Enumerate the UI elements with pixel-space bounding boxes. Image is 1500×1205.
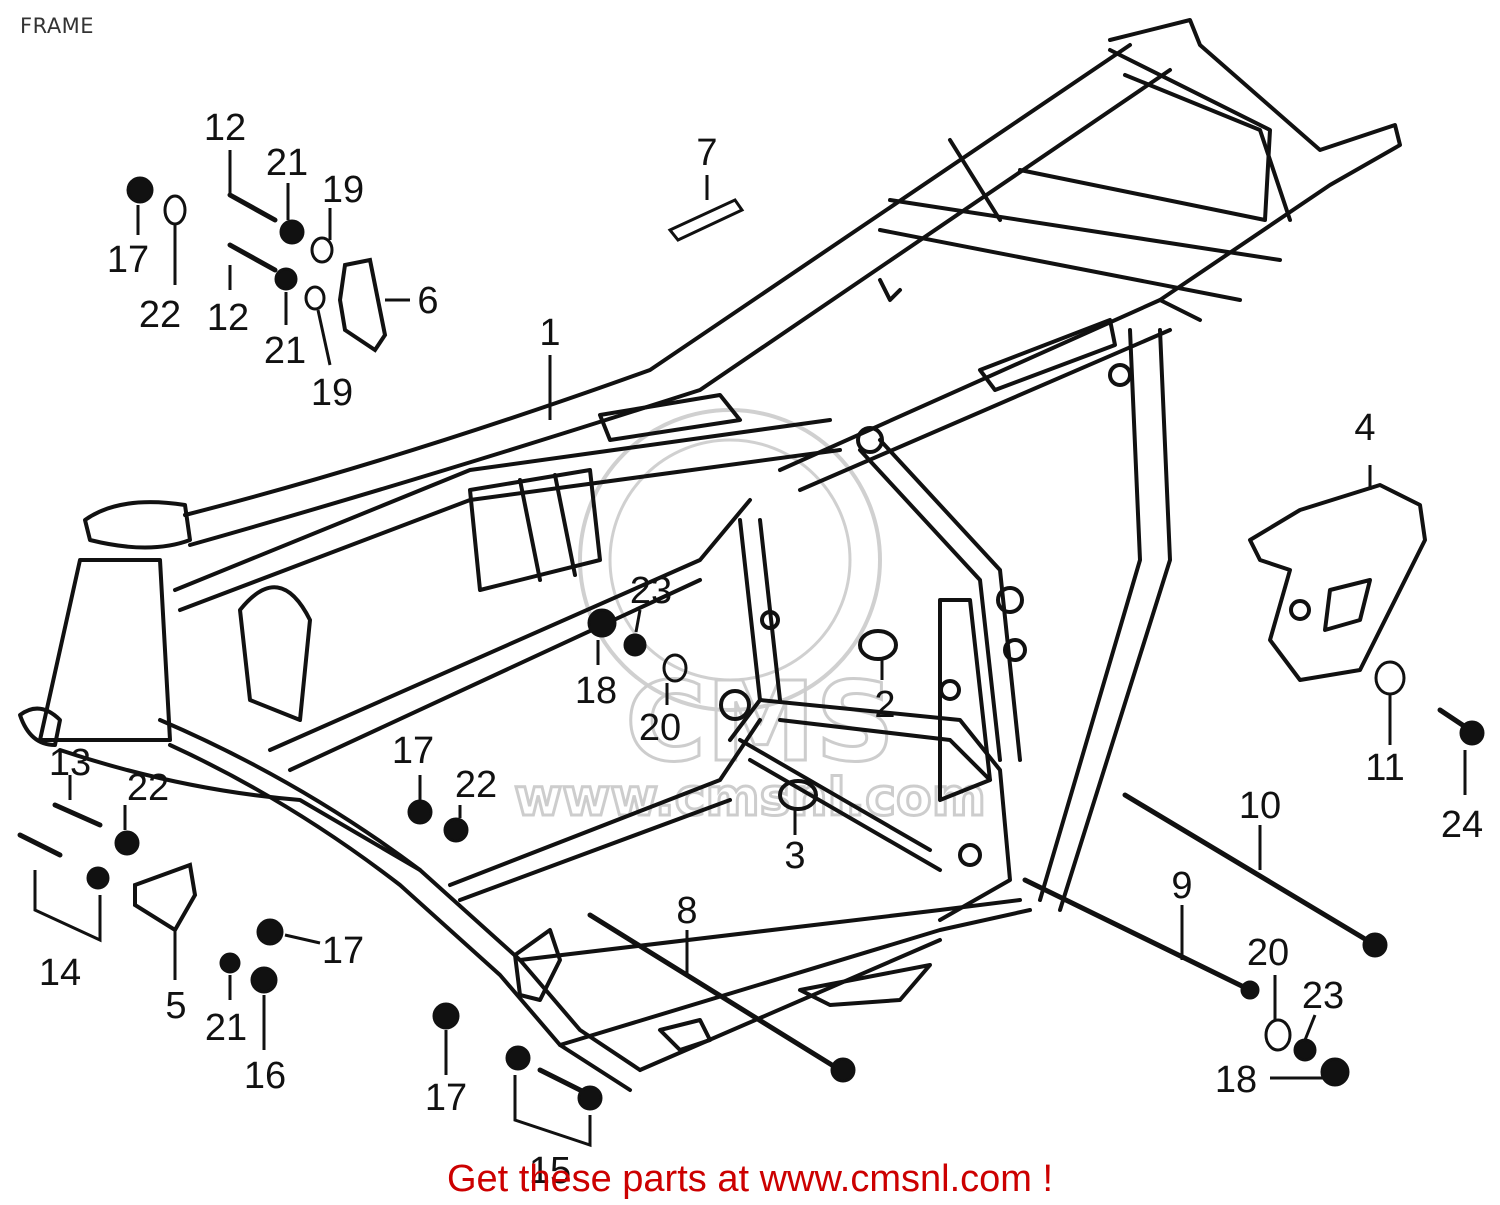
label-17-lowerleft: 17: [322, 930, 364, 972]
label-17-topleft: 17: [107, 239, 149, 281]
label-11: 11: [1365, 747, 1404, 789]
main-frame: [18, 18, 1402, 1092]
label-5: 5: [165, 985, 186, 1027]
label-12-top: 12: [204, 107, 246, 149]
label-16: 16: [244, 1055, 286, 1097]
label-14: 14: [39, 952, 81, 994]
label-13: 13: [49, 742, 91, 784]
label-23-center: 23: [630, 570, 672, 612]
label-21-bottom: 21: [205, 1007, 247, 1049]
bolts: [17, 192, 1473, 1098]
part-7-plate: [667, 198, 745, 242]
nuts-washers: [86, 176, 1485, 1111]
label-6: 6: [417, 280, 438, 322]
footer-link[interactable]: Get these parts at www.cmsnl.com !: [446, 1158, 1054, 1200]
label-19-top: 19: [322, 169, 364, 211]
label-22-left: 22: [127, 767, 169, 809]
label-10: 10: [1239, 785, 1281, 827]
page-title: FRAME: [20, 14, 95, 38]
label-3: 3: [784, 835, 805, 877]
part-labels: 1 2 3 4 5 6 7 8 9 10 11 12 12 13 14 15 1…: [39, 107, 1483, 1192]
label-4: 4: [1354, 407, 1375, 449]
label-20-right: 20: [1247, 932, 1289, 974]
label-1: 1: [539, 312, 560, 354]
label-24: 24: [1441, 804, 1483, 846]
part-5-plate: [133, 862, 198, 933]
label-23-right: 23: [1302, 975, 1344, 1017]
label-8: 8: [676, 890, 697, 932]
label-17-center: 17: [392, 730, 434, 772]
label-21-top: 21: [266, 142, 308, 184]
part-6-clamp: [337, 257, 388, 353]
watermark-url: www.cmsnl.com: [514, 768, 986, 828]
label-20-center: 20: [639, 707, 681, 749]
label-18-center: 18: [575, 670, 617, 712]
label-7: 7: [696, 132, 717, 174]
part-2-collar: [858, 629, 898, 661]
label-12-bottom: 12: [207, 297, 249, 339]
label-2: 2: [874, 684, 895, 726]
label-22-center: 22: [455, 764, 497, 806]
part-4-bracket: [1248, 483, 1427, 682]
leader-lines: [33, 150, 1467, 1148]
label-17-bottom: 17: [425, 1077, 467, 1119]
label-15: 15: [529, 1150, 571, 1192]
label-22-topleft: 22: [139, 294, 181, 336]
label-18-bottomright: 18: [1215, 1059, 1257, 1101]
label-19-bottom: 19: [311, 372, 353, 414]
label-9: 9: [1171, 865, 1192, 907]
label-21-middle: 21: [264, 330, 306, 372]
part-3-collar: [778, 779, 818, 811]
